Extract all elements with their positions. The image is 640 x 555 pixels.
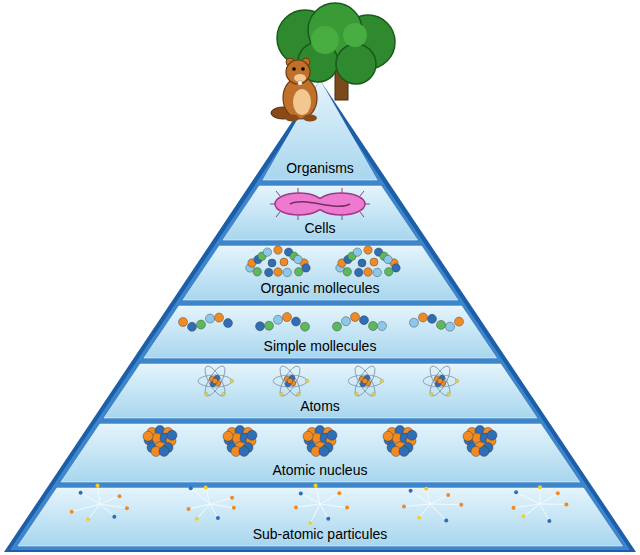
- nucleus-icons: [143, 426, 497, 457]
- pyramid-level: Atomic nucleus: [61, 424, 580, 482]
- level-label: Cells: [304, 220, 335, 237]
- tree: [277, 3, 395, 100]
- level-label: Organic mollecules: [260, 280, 379, 297]
- pyramid-level: Simple mollecules: [144, 306, 497, 358]
- level-label: Organisms: [286, 160, 354, 177]
- pyramid-level: Organic mollecules: [183, 246, 458, 300]
- pyramid-level: Organisms: [263, 80, 377, 180]
- pyramid-level: Sub-atomic particules: [18, 488, 622, 546]
- organic-molecules: [246, 246, 400, 277]
- level-label: Atomic nucleus: [273, 462, 368, 479]
- level-label: Atoms: [300, 398, 340, 415]
- level-label: Simple mollecules: [264, 338, 377, 355]
- pyramid-border: [4, 80, 636, 552]
- level-label: Sub-atomic particules: [253, 526, 388, 543]
- pyramid-level: Cells: [223, 186, 417, 240]
- atom-icons: [198, 363, 459, 398]
- beaver: [271, 58, 317, 122]
- pyramid-level: Atoms: [104, 364, 537, 418]
- particle-bursts: [70, 483, 569, 525]
- simple-molecules: [179, 313, 464, 332]
- dividing-cell: [270, 188, 370, 220]
